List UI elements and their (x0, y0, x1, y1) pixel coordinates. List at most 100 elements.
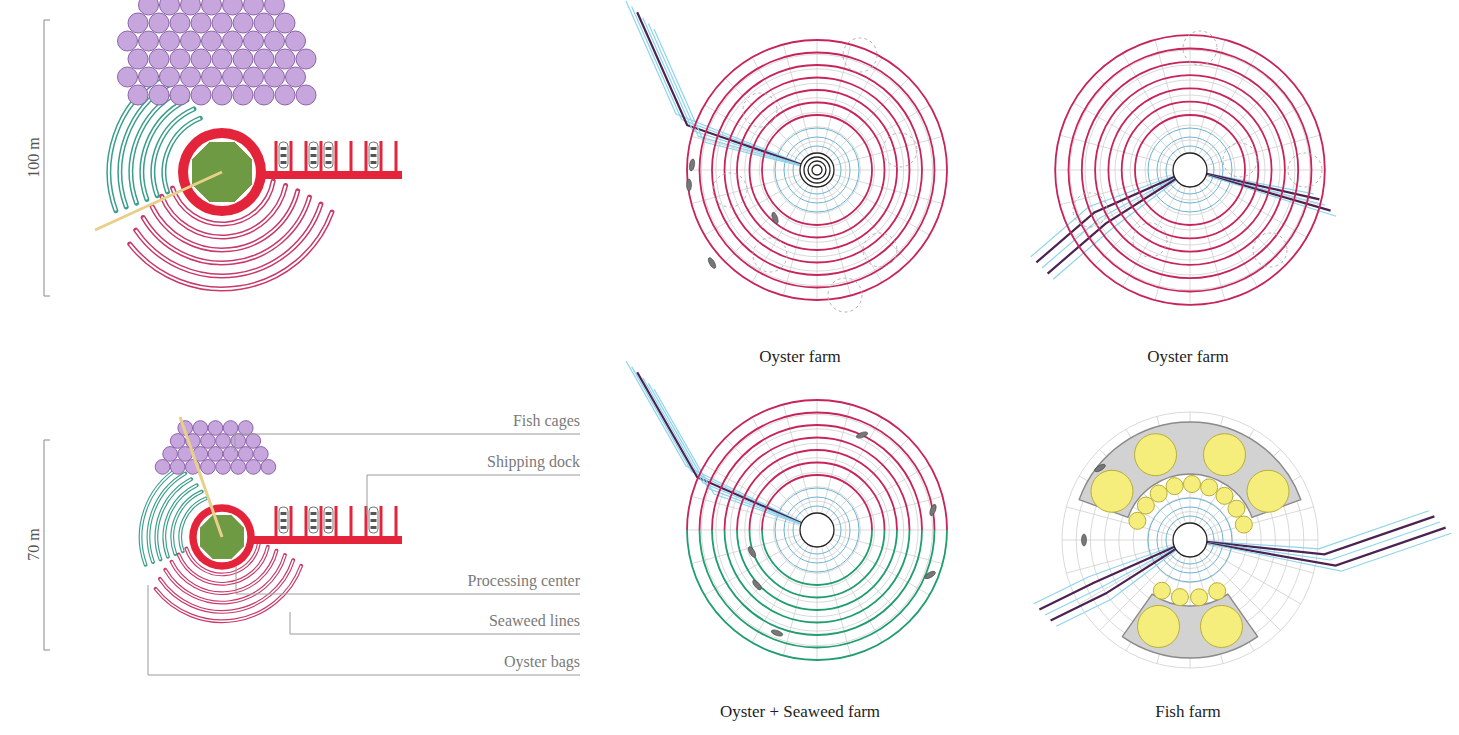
buoy-zone (753, 238, 787, 272)
fish-cage (223, 421, 238, 436)
inner-line (793, 506, 841, 554)
fish-pen (1091, 470, 1133, 512)
mooring-cable (1190, 528, 1446, 566)
fish-cage (118, 67, 138, 87)
water-line (632, 367, 817, 530)
grid-spoke (1208, 540, 1318, 541)
fish-cage (118, 31, 138, 51)
fish-cage (202, 31, 222, 51)
grid-spoke (1190, 35, 1191, 152)
dimension-label: 70 m (23, 529, 42, 561)
boat-detail (281, 512, 287, 515)
fish-cage (261, 460, 276, 475)
fish-cage (181, 31, 201, 51)
hub (800, 153, 834, 187)
leader-line (367, 475, 580, 515)
inner-line (1157, 137, 1223, 203)
fish-cage (170, 460, 185, 475)
panel-caption: Oyster farm (1147, 347, 1229, 367)
fish-cage (201, 460, 216, 475)
fish-pen (1153, 582, 1170, 599)
fish-cage (149, 85, 169, 105)
boat-detail (281, 161, 287, 164)
dock-pile (395, 506, 398, 537)
boat-detail (371, 519, 377, 522)
grid-ring (701, 414, 932, 645)
inner-line (1148, 128, 1232, 212)
hub-ring (804, 157, 830, 183)
inner-line (1166, 146, 1214, 194)
fish-cage (202, 67, 222, 87)
boat-detail (311, 147, 317, 150)
dock-pile (365, 141, 368, 172)
grid-spoke (687, 170, 799, 171)
work-boat (924, 570, 937, 580)
grid-spoke (1195, 187, 1225, 300)
water-line (648, 383, 817, 530)
dock-pile (380, 141, 383, 172)
fish-cage (160, 0, 180, 15)
fish-cage (286, 31, 306, 51)
fish-cage (208, 421, 223, 436)
fish-cage (254, 447, 269, 462)
work-boat (771, 212, 780, 225)
oyster-line (1135, 115, 1245, 225)
line-band (130, 212, 332, 289)
leader-line (235, 434, 580, 452)
grid-spoke (835, 170, 947, 171)
fish-cage (233, 85, 253, 105)
fish-cage (181, 0, 201, 15)
line-band-core (149, 473, 186, 562)
fish-cage (212, 49, 232, 69)
work-boat (1094, 463, 1107, 473)
boat-detail (311, 526, 317, 529)
service-line (95, 172, 222, 230)
fish-cage (193, 421, 208, 436)
oyster-seaweed-farm (626, 361, 947, 660)
fish-cage (128, 85, 148, 105)
boat-detail (371, 161, 377, 164)
grid-spoke (1190, 188, 1191, 305)
water-line (654, 389, 817, 530)
fish-farm (1034, 412, 1451, 668)
fish-cage (233, 49, 253, 69)
fish-cage (265, 67, 285, 87)
fish-cage (254, 13, 274, 33)
water-line (1190, 533, 1451, 571)
inner-line (784, 497, 850, 563)
boat (309, 142, 318, 168)
boat-detail (311, 161, 317, 164)
buoy-zone (863, 233, 897, 267)
buoy-zone (1133, 223, 1167, 257)
fish-cage (275, 13, 295, 33)
grid-ring (1055, 35, 1325, 305)
water-line (626, 361, 817, 530)
boat-detail (371, 526, 377, 529)
oyster-line (687, 400, 947, 530)
callout-label: Processing center (468, 571, 580, 590)
work-boat (856, 431, 869, 440)
water-line (1190, 170, 1336, 216)
fish-cage (170, 13, 190, 33)
fish-pen (1235, 516, 1252, 533)
oyster-farm (626, 1, 947, 312)
farm-plan (141, 417, 402, 621)
fish-cage (170, 49, 190, 69)
oyster-farm (1031, 31, 1336, 305)
oyster-line (712, 65, 922, 275)
work-boat (687, 179, 692, 191)
buoy-zone (743, 93, 777, 127)
fish-cage (181, 67, 201, 87)
oyster-line (1069, 49, 1312, 292)
boat-detail (371, 147, 377, 150)
fish-cage (286, 67, 306, 87)
boat-detail (281, 519, 287, 522)
hub (800, 513, 834, 547)
callout-label: Oyster bags (504, 652, 580, 671)
oyster-line (750, 103, 885, 238)
fish-cage (202, 0, 222, 15)
farm-plan (95, 0, 402, 289)
line-band (149, 473, 186, 562)
grid-spoke (691, 175, 799, 204)
